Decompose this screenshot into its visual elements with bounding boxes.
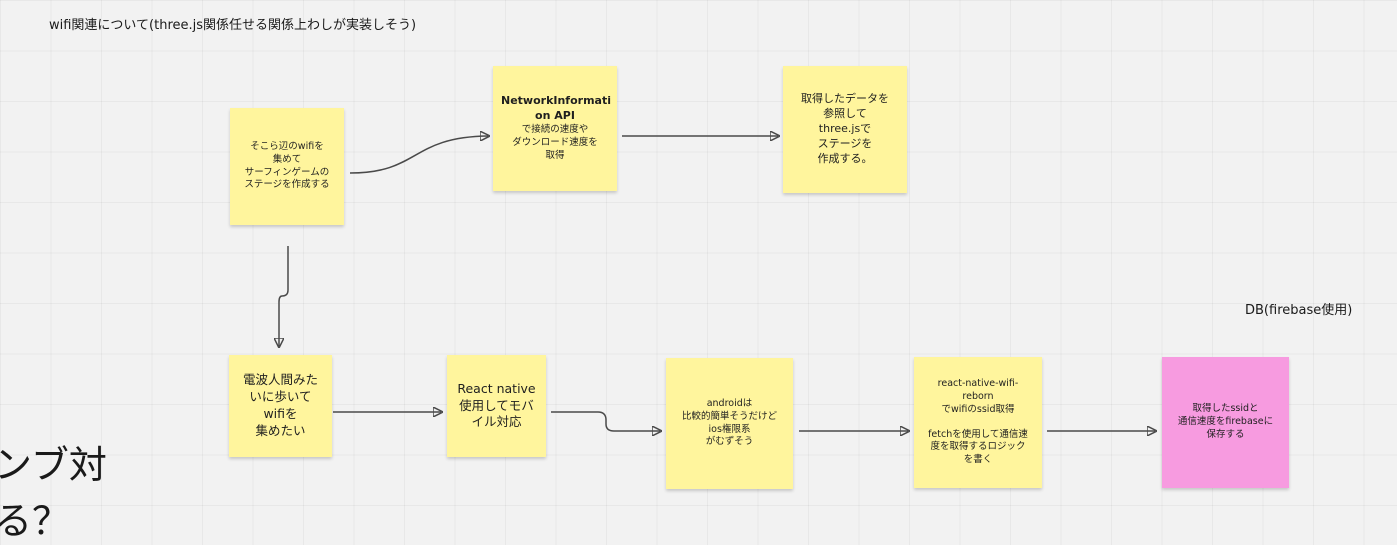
note-line: サーフィンゲームの [244, 166, 330, 178]
note-line: androidは [706, 397, 753, 409]
note-line: React native [457, 380, 536, 396]
note-line: 電波人間みた [242, 372, 318, 388]
board-title: wifi関連について(three.js関係任せる関係上わしが実装しそう) [49, 18, 417, 33]
note-title-line: on API [535, 109, 575, 123]
note-line: ステージを作成する [244, 179, 330, 191]
note-line [922, 417, 1034, 429]
sticky-note-walk-collect[interactable]: 電波人間みた いに歩いて wifiを 集めたい [229, 355, 332, 457]
note-line: がむずそう [705, 436, 754, 448]
note-line: 取得 [545, 149, 565, 161]
note-line: react-native-wifi- [937, 378, 1019, 390]
note-line: で接続の速度や [521, 124, 589, 136]
note-line: ステージを [817, 136, 873, 150]
sticky-note-collect-wifi[interactable]: そこら辺のwifiを 集めて サーフィンゲームの ステージを作成する [230, 108, 344, 225]
partial-text-left-1: ンブ対 [0, 443, 107, 487]
sticky-note-threejs-stage[interactable]: 取得したデータを 参照して three.jsで ステージを 作成する。 [783, 66, 907, 193]
arrow-react-to-android[interactable] [551, 411, 660, 431]
sticky-note-wifi-reborn[interactable]: react-native-wifi- reborn でwifiのssid取得 f… [914, 357, 1042, 488]
note-line: 参照して [823, 107, 867, 121]
note-line: ios権限系 [708, 423, 751, 435]
note-line: 比較的簡単そうだけど [681, 410, 777, 422]
note-line: そこら辺のwifiを [250, 140, 324, 152]
note-line: 取得したデータを [801, 92, 889, 106]
note-line: いに歩いて [249, 389, 312, 405]
arrow-collect-to-api[interactable] [349, 136, 488, 174]
connectors-layer [0, 0, 1397, 522]
note-line: wifiを [263, 406, 298, 421]
note-line: 集めたい [255, 422, 306, 438]
sticky-note-save-firebase[interactable]: 取得したssidと 通信速度をfirebaseに 保存する [1162, 357, 1289, 488]
db-label: DB(firebase使用) [1245, 303, 1353, 318]
note-line: 作成する。 [817, 151, 873, 165]
note-line: ダウンロード速度を [512, 136, 598, 148]
note-line: fetchを使用して通信速 [928, 428, 1028, 440]
note-line: 集めて [272, 153, 302, 165]
note-line: 度を取得するロジック [930, 441, 1026, 453]
note-line: 取得したssidと [1192, 403, 1259, 415]
note-line: 保存する [1206, 428, 1245, 440]
arrow-collect-to-walk[interactable] [279, 246, 289, 346]
note-line: 使用してモバ [459, 397, 534, 413]
note-line: でwifiのssid取得 [941, 403, 1015, 415]
note-line: reborn [962, 390, 994, 402]
note-title-line: NetworkInformati [501, 94, 611, 108]
note-line: 通信速度をfirebaseに [1177, 416, 1274, 428]
sticky-note-network-api[interactable]: NetworkInformati on API で接続の速度や ダウンロード速度… [493, 66, 617, 191]
sticky-note-android-ios[interactable]: androidは 比較的簡単そうだけど ios権限系 がむずそう [666, 358, 793, 489]
note-line: イル対応 [471, 414, 522, 430]
note-line: three.jsで [818, 122, 872, 136]
note-line: を書く [963, 454, 993, 466]
sticky-note-react-native[interactable]: React native 使用してモバ イル対応 [447, 355, 546, 457]
